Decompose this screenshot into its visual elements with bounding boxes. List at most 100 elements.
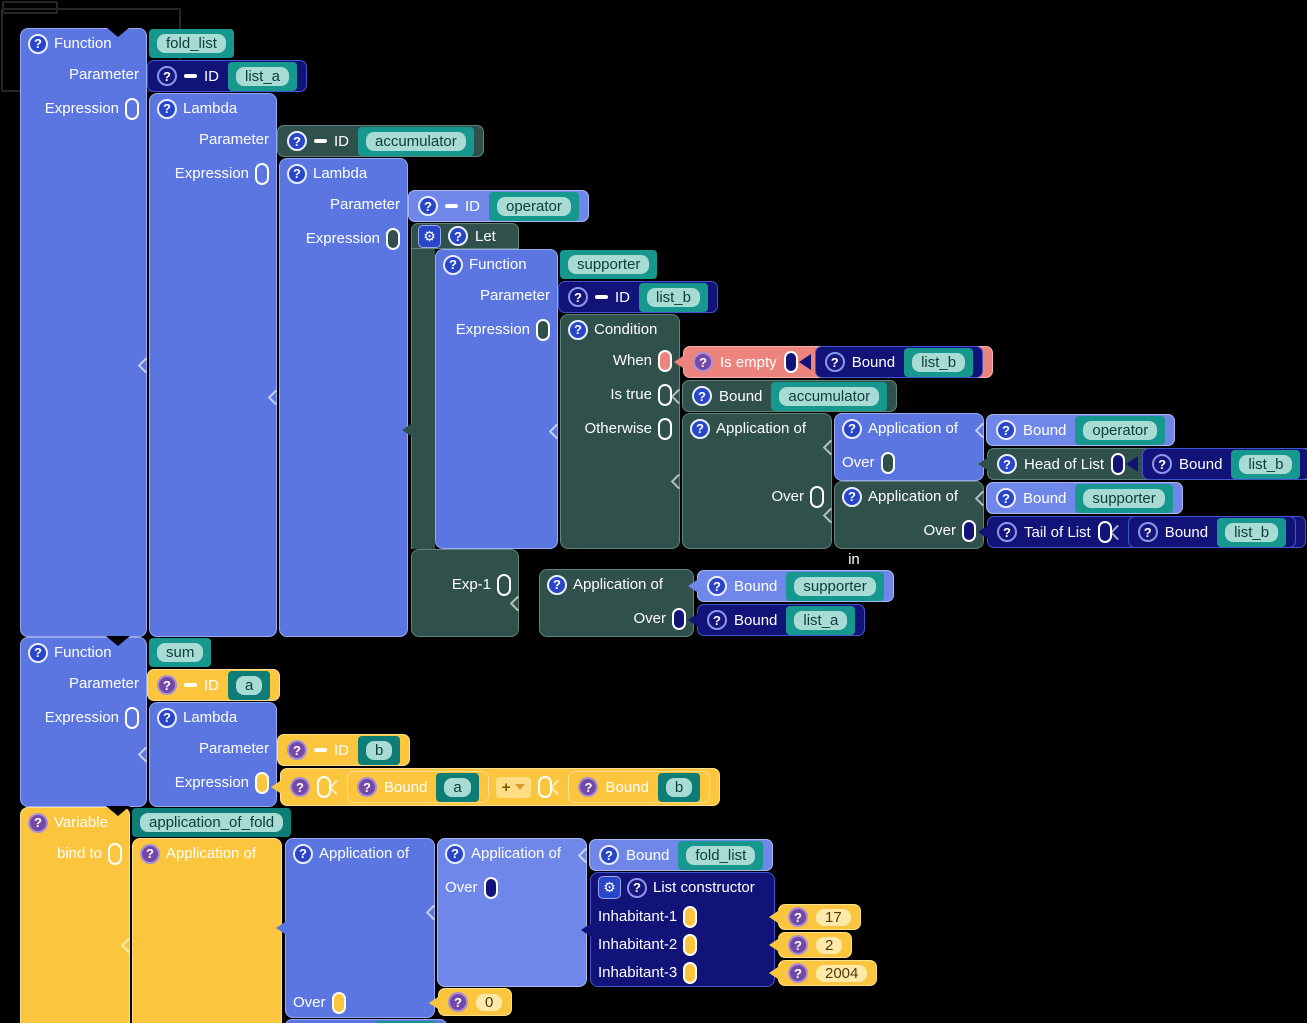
help-icon[interactable]: ? bbox=[627, 877, 647, 898]
help-icon[interactable]: ? bbox=[28, 812, 48, 833]
help-icon[interactable]: ? bbox=[418, 196, 438, 216]
block-id-list-a[interactable]: ? ID list_a bbox=[147, 60, 308, 92]
help-icon[interactable]: ? bbox=[568, 287, 588, 307]
help-icon[interactable]: ? bbox=[157, 675, 177, 695]
help-icon[interactable]: ? bbox=[997, 454, 1017, 474]
block-number-0[interactable]: ? 0 bbox=[438, 988, 513, 1016]
block-id-list-b[interactable]: ? ID list_b bbox=[558, 281, 719, 313]
help-icon[interactable]: ? bbox=[690, 418, 710, 439]
block-bound-list-b[interactable]: ? Bound list_b bbox=[1127, 516, 1297, 548]
block-bound-list-b[interactable]: ? Bound list_b bbox=[1142, 448, 1307, 480]
block-head-of-list[interactable]: ? Head of List bbox=[987, 448, 1307, 480]
name-tag-list-a[interactable]: list_a bbox=[786, 605, 856, 635]
name-tag-supporter[interactable]: supporter bbox=[560, 250, 658, 279]
name-tag-fold-list[interactable]: fold_list bbox=[678, 840, 764, 870]
block-lambda-operator[interactable]: ?Lambda Parameter ? ID operator bbox=[279, 158, 1307, 637]
operator-dropdown[interactable]: + bbox=[495, 776, 532, 798]
help-icon[interactable]: ? bbox=[599, 845, 619, 865]
block-application-of-supporter[interactable]: ?Application of ? Bound bbox=[834, 481, 1307, 549]
block-application-of-operator[interactable]: ?Application of ? Bound bbox=[834, 413, 1307, 481]
name-tag-supporter[interactable]: supporter bbox=[1075, 483, 1173, 513]
block-number-2[interactable]: ? 2 bbox=[778, 932, 853, 958]
name-tag-list-b[interactable]: list_b bbox=[639, 282, 709, 312]
help-icon[interactable]: ? bbox=[997, 522, 1017, 542]
name-tag-list-b[interactable]: list_b bbox=[1231, 449, 1301, 479]
block-tail-of-list[interactable]: ? Tail of List bbox=[987, 516, 1307, 548]
name-tag-a[interactable]: a bbox=[228, 670, 271, 700]
name-tag-list-b[interactable]: list_b bbox=[1217, 517, 1287, 547]
block-lambda-b[interactable]: ?Lambda Parameter ? ID b Expression bbox=[149, 702, 721, 807]
help-icon[interactable]: ? bbox=[287, 131, 307, 151]
help-icon[interactable]: ? bbox=[788, 907, 808, 927]
block-bound-list-b[interactable]: ? Bound list_b bbox=[814, 346, 984, 378]
name-tag-fold-list[interactable]: fold_list bbox=[149, 29, 234, 58]
help-icon[interactable]: ? bbox=[788, 935, 808, 955]
name-tag-sum[interactable]: sum bbox=[149, 638, 212, 667]
help-icon[interactable]: ? bbox=[445, 843, 465, 864]
block-variable-application-of-fold[interactable]: ?Variable application_of_fold bind to ?A… bbox=[20, 806, 878, 1023]
gear-icon[interactable]: ⚙ bbox=[418, 224, 441, 248]
name-tag-accumulator[interactable]: accumulator bbox=[358, 126, 474, 156]
name-tag-supporter[interactable]: supporter bbox=[786, 571, 884, 601]
help-icon[interactable]: ? bbox=[707, 610, 727, 630]
block-bound-operator[interactable]: ? Bound operator bbox=[986, 414, 1176, 446]
block-bound-fold-list[interactable]: ? Bound fold_list bbox=[589, 839, 774, 871]
name-tag-sum[interactable]: sum bbox=[374, 1020, 437, 1023]
block-id-a[interactable]: ? ID a bbox=[147, 669, 281, 701]
name-tag-accumulator[interactable]: accumulator bbox=[771, 381, 888, 411]
block-bound-sum[interactable]: ? Bound sum bbox=[285, 1019, 447, 1023]
help-icon[interactable]: ? bbox=[578, 777, 599, 797]
help-icon[interactable]: ? bbox=[287, 163, 307, 184]
block-is-empty[interactable]: ? Is empty ? bbox=[683, 346, 994, 378]
name-tag-a[interactable]: a bbox=[436, 772, 479, 802]
help-icon[interactable]: ? bbox=[824, 352, 845, 372]
block-id-b[interactable]: ? ID b bbox=[277, 734, 411, 766]
help-icon[interactable]: ? bbox=[448, 226, 468, 246]
help-icon[interactable]: ? bbox=[692, 386, 712, 406]
block-let[interactable]: ⚙ ? Let ?Fu bbox=[411, 223, 1307, 637]
help-icon[interactable]: ? bbox=[547, 574, 567, 595]
help-icon[interactable]: ? bbox=[996, 420, 1016, 440]
block-lambda-accumulator[interactable]: ?Lambda Parameter ? ID accumulator Expre… bbox=[149, 93, 1307, 637]
help-icon[interactable]: ? bbox=[293, 843, 313, 864]
help-icon[interactable]: ? bbox=[157, 98, 177, 119]
name-tag-application-of-fold[interactable]: application_of_fold bbox=[132, 808, 292, 837]
help-icon[interactable]: ? bbox=[788, 963, 808, 983]
help-icon[interactable]: ? bbox=[443, 254, 463, 275]
number-field[interactable]: 2 bbox=[816, 936, 843, 954]
help-icon[interactable]: ? bbox=[996, 488, 1016, 508]
block-binary-operation[interactable]: ? ? Bound a + ? bbox=[280, 768, 721, 806]
help-icon[interactable]: ? bbox=[693, 352, 713, 372]
block-id-accumulator[interactable]: ? ID accumulator bbox=[277, 125, 484, 157]
help-icon[interactable]: ? bbox=[28, 642, 48, 663]
block-bound-a[interactable]: ? Bound a bbox=[347, 771, 489, 803]
block-application-of-2[interactable]: ?Application of ?Application of ? Bound bbox=[285, 838, 878, 1018]
help-icon[interactable]: ? bbox=[842, 486, 862, 507]
block-bound-accumulator[interactable]: ? Bound accumulator bbox=[682, 380, 898, 412]
help-icon[interactable]: ? bbox=[357, 777, 377, 797]
name-tag-list-b[interactable]: list_b bbox=[904, 347, 974, 377]
block-application-of-1[interactable]: ?Application of ?Application of ?Applica… bbox=[132, 838, 878, 1023]
block-function-sum[interactable]: ?Function sum Parameter ? ID a Expressio… bbox=[20, 636, 721, 807]
help-icon[interactable]: ? bbox=[157, 707, 177, 728]
help-icon[interactable]: ? bbox=[842, 418, 862, 439]
block-function-supporter[interactable]: ?Function supporter Parameter ? bbox=[435, 249, 1307, 549]
name-tag-b[interactable]: b bbox=[657, 772, 701, 802]
block-condition[interactable]: ?Condition When ? bbox=[560, 314, 1307, 549]
block-bound-b[interactable]: ? Bound b bbox=[568, 771, 711, 803]
block-bound-list-a[interactable]: ? Bound list_a bbox=[697, 604, 866, 636]
block-application-of-3[interactable]: ?Application of ? Bound fold_list bbox=[437, 838, 878, 987]
help-icon[interactable]: ? bbox=[1152, 454, 1173, 474]
block-bound-supporter[interactable]: ? Bound supporter bbox=[697, 570, 894, 602]
help-icon[interactable]: ? bbox=[568, 319, 588, 340]
name-tag-operator[interactable]: operator bbox=[489, 191, 579, 221]
name-tag-list-a[interactable]: list_a bbox=[228, 61, 298, 91]
block-function-fold-list[interactable]: ?Function fold_list Parameter ? ID list_… bbox=[20, 27, 1307, 637]
help-icon[interactable]: ? bbox=[287, 740, 307, 760]
help-icon[interactable]: ? bbox=[28, 33, 48, 54]
number-field[interactable]: 2004 bbox=[816, 964, 868, 982]
number-field[interactable]: 17 bbox=[816, 908, 851, 926]
help-icon[interactable]: ? bbox=[1137, 522, 1158, 542]
name-tag-operator[interactable]: operator bbox=[1075, 415, 1166, 445]
